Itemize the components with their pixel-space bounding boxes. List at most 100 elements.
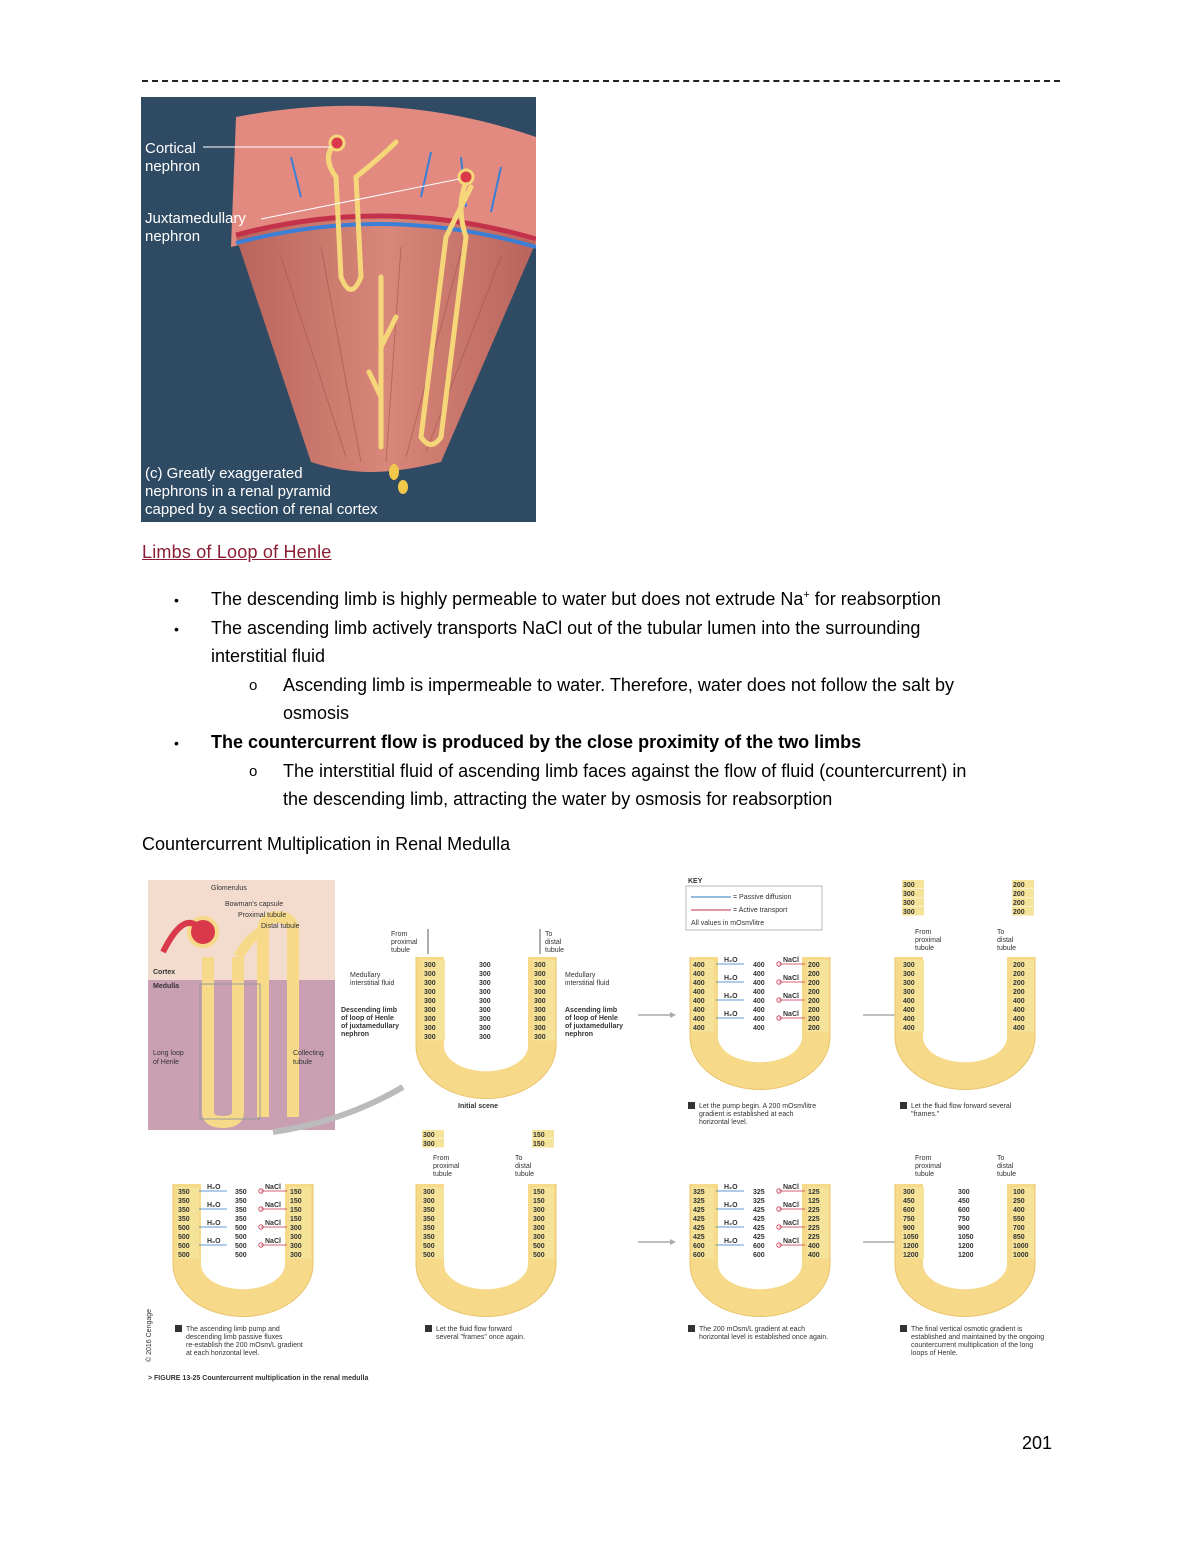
initial-right: 300 bbox=[534, 971, 546, 978]
water-label: H₂O bbox=[724, 1238, 738, 1245]
initial-left-cell bbox=[423, 960, 445, 969]
from-label-3: tubule bbox=[433, 1171, 452, 1178]
step6-right: 1000 bbox=[1013, 1252, 1029, 1259]
step2-top-left: 300 bbox=[903, 891, 915, 898]
initial-right-cell bbox=[533, 1023, 555, 1032]
step2-caption: Let the fluid flow forward several bbox=[911, 1103, 1012, 1110]
to-label-2: distal bbox=[545, 939, 562, 946]
step3-right: 300 bbox=[290, 1243, 302, 1250]
step2-right-cell bbox=[1012, 987, 1034, 996]
step2-loop bbox=[894, 957, 1036, 1090]
next-arrow-head bbox=[670, 1012, 676, 1018]
step5-right-cell bbox=[807, 1214, 829, 1223]
medullary-right-label-2: interstitial fluid bbox=[565, 980, 609, 987]
descending-limb-label: Descending limb bbox=[341, 1007, 397, 1014]
step1-left-cell bbox=[692, 1023, 714, 1032]
step3-right: 300 bbox=[290, 1234, 302, 1241]
initial-mid: 300 bbox=[479, 980, 491, 987]
water-label: H₂O bbox=[724, 975, 738, 982]
step4-top-right-cell bbox=[532, 1130, 554, 1139]
step3-right-cell bbox=[289, 1241, 311, 1250]
step4-number-badge bbox=[425, 1325, 432, 1332]
step3-left-cell bbox=[177, 1250, 199, 1259]
to-label-3: tubule bbox=[545, 947, 564, 954]
step2-right: 400 bbox=[1013, 1025, 1025, 1032]
step5-caption: horizontal level is established once aga… bbox=[699, 1334, 828, 1341]
step5-left-cell bbox=[692, 1232, 714, 1241]
to-label-3: tubule bbox=[997, 1171, 1016, 1178]
step5-left-cell bbox=[692, 1223, 714, 1232]
step1-left-cell bbox=[692, 978, 714, 987]
step5-right: 125 bbox=[808, 1198, 820, 1205]
step4-right: 500 bbox=[533, 1252, 545, 1259]
step3-right-cell bbox=[289, 1250, 311, 1259]
initial-right-cell bbox=[533, 1014, 555, 1023]
initial-left-cell bbox=[423, 996, 445, 1005]
from-label: From bbox=[391, 931, 408, 938]
step1-left: 400 bbox=[693, 1016, 705, 1023]
step3-left: 350 bbox=[178, 1207, 190, 1214]
nacl-label: NaCl bbox=[265, 1202, 281, 1209]
water-label: H₂O bbox=[724, 1011, 738, 1018]
step1-mid: 400 bbox=[753, 1025, 765, 1032]
step3-left-cell bbox=[177, 1205, 199, 1214]
step6-right: 850 bbox=[1013, 1234, 1025, 1241]
initial-left: 300 bbox=[424, 1016, 436, 1023]
to-label-3: tubule bbox=[997, 945, 1016, 952]
step6-left: 750 bbox=[903, 1216, 915, 1223]
step2-top-right: 200 bbox=[1013, 909, 1025, 916]
step1-right: 200 bbox=[808, 1016, 820, 1023]
sub-bullet-marker: o bbox=[249, 677, 258, 694]
step1-left-cell bbox=[692, 996, 714, 1005]
step2-right: 200 bbox=[1013, 971, 1025, 978]
step6-right-cell bbox=[1012, 1187, 1034, 1196]
collecting-tubule-label-2: tubule bbox=[293, 1059, 312, 1066]
initial-mid: 300 bbox=[479, 998, 491, 1005]
initial-right: 300 bbox=[534, 1025, 546, 1032]
initial-mid: 300 bbox=[479, 1007, 491, 1014]
figure2-title: Countercurrent Multiplication in Renal M… bbox=[142, 834, 511, 854]
step3-left-cell bbox=[177, 1214, 199, 1223]
from-label: From bbox=[433, 1155, 450, 1162]
sub-bullet-impermeable: Ascending limb is impermeable to water. … bbox=[283, 675, 955, 695]
step1-right: 200 bbox=[808, 1025, 820, 1032]
step4-left-cell bbox=[422, 1232, 444, 1241]
bullet-countercurrent-flow: The countercurrent flow is produced by t… bbox=[211, 732, 862, 752]
initial-left: 300 bbox=[424, 980, 436, 987]
from-label-2: proximal bbox=[391, 939, 418, 946]
descending-limb-label-3: of juxtamedullary bbox=[341, 1023, 399, 1030]
step5-right: 225 bbox=[808, 1234, 820, 1241]
step5-right: 400 bbox=[808, 1243, 820, 1250]
step3-right: 150 bbox=[290, 1216, 302, 1223]
step1-right-cell bbox=[807, 960, 829, 969]
glomerulus-label: Glomerulus bbox=[211, 885, 247, 892]
step2-right: 200 bbox=[1013, 962, 1025, 969]
step3-caption: at each horizontal level. bbox=[186, 1350, 260, 1357]
to-label: To bbox=[515, 1155, 523, 1162]
step5-right: 225 bbox=[808, 1225, 820, 1232]
step4-right: 300 bbox=[533, 1225, 545, 1232]
nacl-label: NaCl bbox=[783, 993, 799, 1000]
step1-left: 400 bbox=[693, 980, 705, 987]
step5-right-cell bbox=[807, 1250, 829, 1259]
step5-left: 425 bbox=[693, 1216, 705, 1223]
initial-left-cell bbox=[423, 987, 445, 996]
step6-right-cell bbox=[1012, 1232, 1034, 1241]
step2-right: 400 bbox=[1013, 1016, 1025, 1023]
step3-left: 500 bbox=[178, 1243, 190, 1250]
ascending-limb-label-4: nephron bbox=[565, 1031, 593, 1038]
step1-left-cell bbox=[692, 987, 714, 996]
bullet-ascending-limb-cont: interstitial fluid bbox=[211, 646, 326, 666]
step1-mid: 400 bbox=[753, 1007, 765, 1014]
step1-left: 400 bbox=[693, 1025, 705, 1032]
ascending-limb-label-2: of loop of Henle bbox=[565, 1015, 618, 1022]
step6-left-cell bbox=[902, 1196, 924, 1205]
step4-top-left-cell bbox=[422, 1139, 444, 1148]
step6-caption: loops of Henle. bbox=[911, 1350, 958, 1357]
water-label: H₂O bbox=[724, 1184, 738, 1191]
step6-left: 900 bbox=[903, 1225, 915, 1232]
step2-left-cell bbox=[902, 978, 924, 987]
step3-left-cell bbox=[177, 1223, 199, 1232]
step4-right: 300 bbox=[533, 1234, 545, 1241]
step6-right-cell bbox=[1012, 1205, 1034, 1214]
